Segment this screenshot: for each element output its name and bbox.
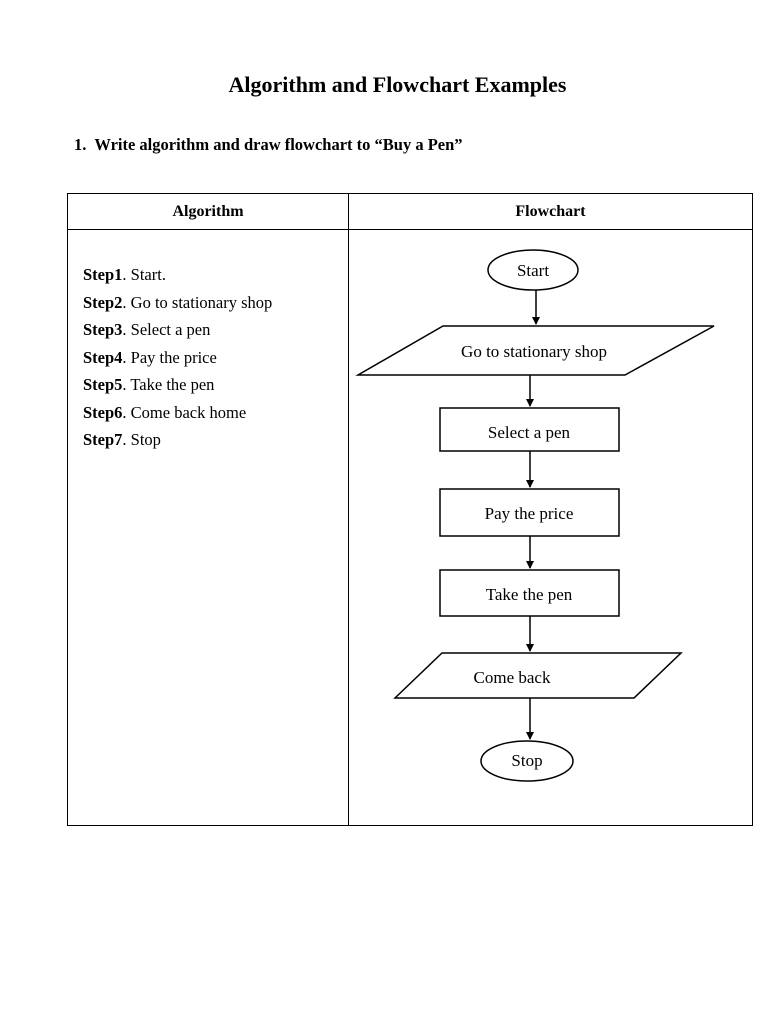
step-label: Step7 (83, 430, 123, 449)
step-label: Step6 (83, 402, 123, 422)
algorithm-steps-list: Step1. Start. Step2. Go to stationary sh… (83, 261, 272, 454)
step-text: . Select a pen (122, 320, 211, 339)
step-text: . Pay the price (122, 347, 217, 367)
question-number: 1. (74, 135, 87, 154)
question-text: Write algorithm and draw flowchart to “B… (94, 135, 463, 154)
step-label: Step1 (83, 265, 123, 284)
flowchart-column-header: Flowchart (515, 203, 586, 220)
document-title: Algorithm and Flowchart Examples (228, 72, 567, 97)
algorithm-step: Step5. Take the pen (83, 371, 272, 399)
step-text: . Take the pen (122, 375, 215, 394)
algorithm-step: Step2. Go to stationary shop (83, 289, 272, 317)
table-header-divider (68, 229, 752, 230)
algorithm-step: Step1. Start. (83, 261, 272, 289)
step-label: Step2 (83, 292, 123, 312)
algorithm-step: Step7. Stop (83, 426, 272, 454)
algorithm-column-header: Algorithm (172, 203, 244, 220)
step-text: . Start. (122, 265, 166, 284)
step-text: . Stop (122, 430, 161, 449)
table-column-divider (348, 194, 349, 825)
step-label: Step4 (83, 347, 123, 367)
algorithm-flowchart-table: Algorithm Flowchart (67, 193, 753, 826)
step-label: Step3 (83, 320, 123, 339)
question-heading: 1. Write algorithm and draw flowchart to … (74, 134, 463, 156)
algorithm-step: Step6. Come back home (83, 399, 272, 427)
algorithm-step: Step3. Select a pen (83, 316, 272, 344)
step-text: . Go to stationary shop (122, 292, 273, 312)
algorithm-step: Step4. Pay the price (83, 344, 272, 372)
step-text: . Come back home (122, 402, 247, 422)
step-label: Step5 (83, 375, 123, 394)
